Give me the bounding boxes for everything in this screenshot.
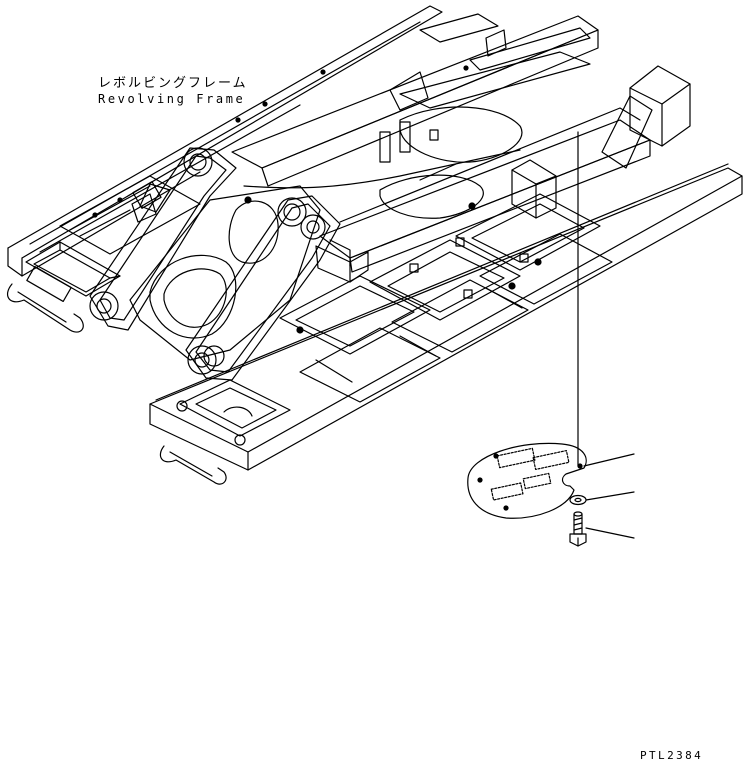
- bolt-callout-line: [586, 528, 634, 538]
- upper-cross-channel: [390, 14, 590, 110]
- center-housing: [130, 186, 320, 360]
- main-girders: [232, 16, 650, 272]
- frame-left-plate: [27, 267, 71, 302]
- part-name-japanese: レボルビングフレーム: [98, 76, 248, 91]
- frame-inner-bays: [280, 107, 612, 402]
- frame-right-deck: [150, 164, 742, 470]
- cover-plate-callout-line: [584, 454, 634, 466]
- part-name-english: Revolving Frame: [98, 92, 246, 106]
- boom-support-left: [90, 148, 236, 330]
- frame-left-deck: [8, 6, 468, 296]
- washer: [570, 496, 586, 505]
- washer-callout-line: [586, 492, 634, 500]
- drawing-code: PTL2384: [640, 749, 704, 762]
- frame-left-handle: [8, 284, 84, 332]
- cover-plate: [468, 443, 586, 518]
- rear-right-bracket: [512, 66, 690, 218]
- bolt: [570, 512, 586, 546]
- revolving-frame: [8, 6, 742, 484]
- frame-right-handle: [160, 446, 226, 484]
- boom-support-right: [186, 196, 368, 380]
